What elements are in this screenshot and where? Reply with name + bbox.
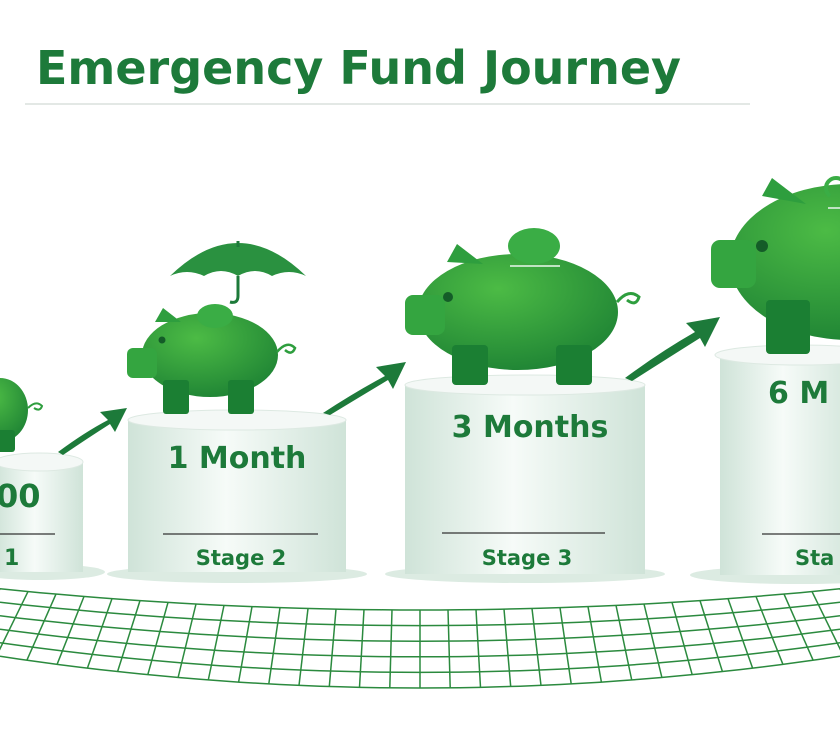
- growth-arrow-icon: [58, 317, 720, 455]
- stage-2-label: Stage 2: [196, 546, 287, 570]
- umbrella-icon: [170, 241, 306, 304]
- stage-4-amount: 6 M: [768, 376, 829, 411]
- page-title: Emergency Fund Journey: [36, 41, 681, 95]
- pedestal-stage-1: [0, 452, 105, 580]
- stage-4-label: Sta: [795, 546, 834, 570]
- stage-3-amount: 3 Months: [452, 410, 609, 445]
- piggy-bank-icon: [0, 378, 44, 452]
- pedestal-stage-2: [107, 409, 367, 583]
- stage-1-amount: 00: [0, 477, 41, 515]
- stage-3-label: Stage 3: [482, 546, 573, 570]
- pedestal-stage-4: [690, 344, 840, 584]
- piggy-bank-icon: [127, 304, 297, 414]
- piggy-bank-icon: [711, 176, 840, 354]
- safety-net-icon: [0, 588, 840, 689]
- stage-1-label: 1: [4, 546, 19, 571]
- piggy-bank-icon: [405, 228, 641, 385]
- stage-2-amount: 1 Month: [168, 441, 307, 476]
